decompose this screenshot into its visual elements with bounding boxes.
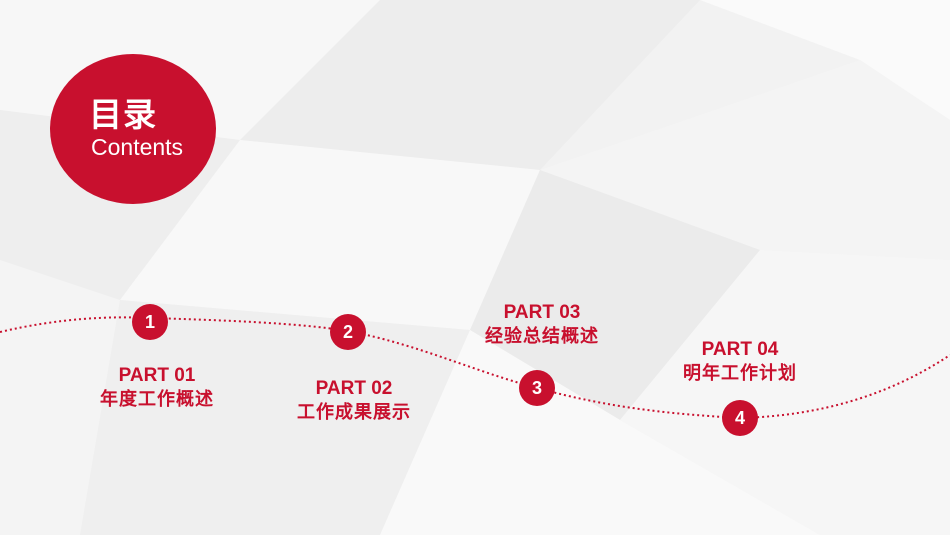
- step-3-part: PART 03: [503, 302, 581, 323]
- step-4-label[interactable]: PART 04 明年工作计划: [650, 338, 830, 386]
- step-2-part: PART 02: [315, 378, 393, 399]
- step-3-label[interactable]: PART 03 经验总结概述: [452, 301, 632, 349]
- step-1-marker[interactable]: 1: [132, 304, 168, 340]
- page-subtitle: Contents: [91, 134, 184, 160]
- step-1-part: PART 01: [118, 365, 196, 386]
- step-2-marker[interactable]: 2: [330, 314, 366, 350]
- step-2-label[interactable]: PART 02 工作成果展示: [264, 377, 444, 425]
- step-4-marker[interactable]: 4: [722, 400, 758, 436]
- step-4-part: PART 04: [701, 339, 779, 360]
- contents-badge: [50, 54, 216, 204]
- step-1-label[interactable]: PART 01 年度工作概述: [67, 364, 247, 412]
- step-2-title: 工作成果展示: [297, 402, 411, 423]
- page-title: 目录: [89, 95, 157, 134]
- step-3-marker[interactable]: 3: [519, 370, 555, 406]
- step-4-title: 明年工作计划: [683, 363, 797, 384]
- step-3-title: 经验总结概述: [485, 326, 599, 347]
- step-1-title: 年度工作概述: [100, 389, 214, 410]
